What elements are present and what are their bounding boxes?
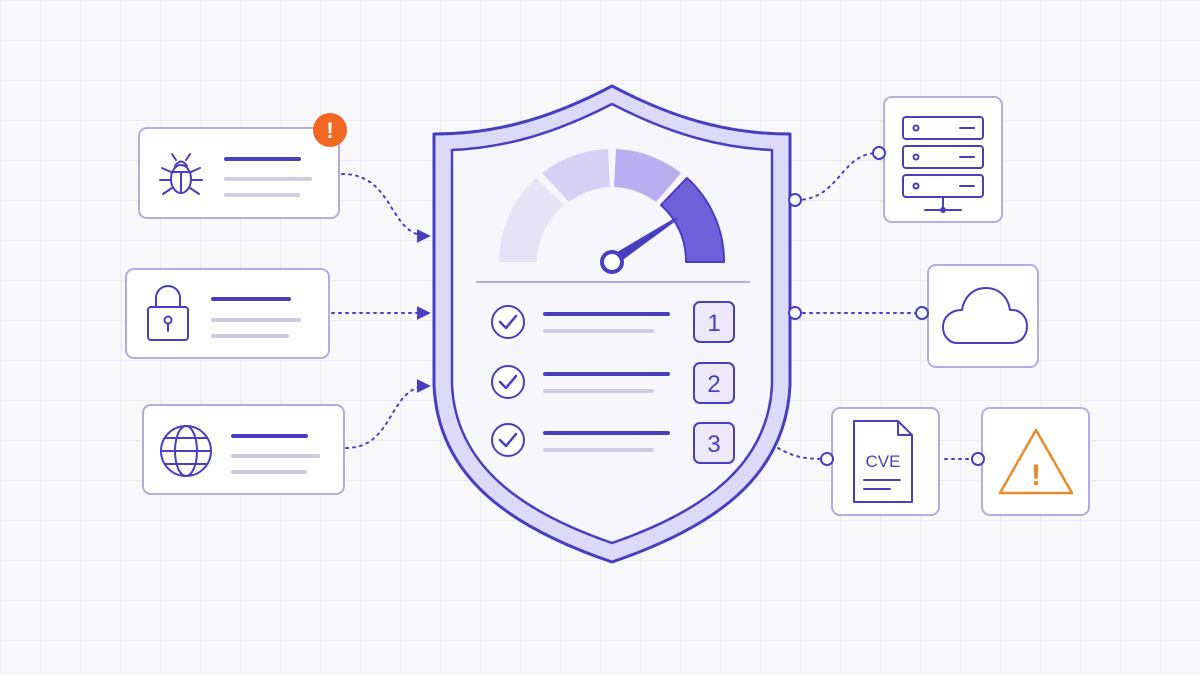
checklist-item[interactable]: 1 [491, 301, 735, 343]
checklist-item[interactable]: 2 [491, 362, 735, 404]
gauge-segment-low [498, 178, 564, 262]
cloud-icon [942, 287, 1028, 344]
gauge-needle [600, 217, 678, 274]
warning-icon [998, 428, 1074, 495]
connector-node [872, 146, 886, 160]
connectors [331, 152, 977, 460]
cve-label: CVE [866, 452, 901, 471]
priority-number: 3 [707, 431, 720, 458]
priority-badge [693, 362, 735, 404]
check-icon [491, 305, 525, 339]
right-card-cve[interactable]: CVE [831, 407, 940, 516]
gauge-segment-medium [542, 149, 610, 202]
connector-node [971, 452, 985, 466]
connector-node [788, 193, 802, 207]
priority-badge [693, 422, 735, 464]
right-card-server[interactable] [883, 96, 1003, 223]
left-card-bug[interactable]: ! [138, 113, 347, 219]
check-icon [491, 423, 525, 457]
checklist-item[interactable]: 3 [491, 422, 735, 464]
priority-badge [693, 301, 735, 343]
connector-shield-to-server [795, 152, 879, 201]
lock-icon [147, 285, 189, 341]
left-card-lock[interactable] [125, 268, 330, 359]
right-card-cloud[interactable] [927, 264, 1039, 368]
server-icon [902, 116, 984, 213]
bug-icon [159, 153, 203, 195]
connector-globe-to-shield [345, 379, 431, 449]
globe-icon [160, 425, 212, 477]
warning-symbol: ! [1031, 459, 1041, 492]
checklist: 1 2 3 [491, 301, 735, 464]
connector-bug-to-shield [341, 173, 431, 243]
connector-node [820, 452, 834, 466]
priority-number: 2 [707, 371, 720, 398]
gauge-segment-critical [660, 177, 726, 263]
gauge-segment-high [614, 149, 681, 202]
connector-nodes [788, 146, 985, 466]
connector-node [915, 306, 929, 320]
left-card-globe[interactable] [142, 404, 345, 495]
connector-node [788, 306, 802, 320]
connector-shield-to-cve [777, 447, 827, 460]
security-shield: 1 2 3 [432, 84, 792, 564]
alert-badge-symbol: ! [326, 118, 333, 143]
priority-number: 1 [707, 310, 720, 337]
cve-document-icon [853, 420, 913, 503]
right-card-warning[interactable]: ! [981, 407, 1090, 516]
check-icon [491, 365, 525, 399]
alert-badge: ! [313, 113, 347, 147]
risk-gauge [498, 149, 726, 274]
